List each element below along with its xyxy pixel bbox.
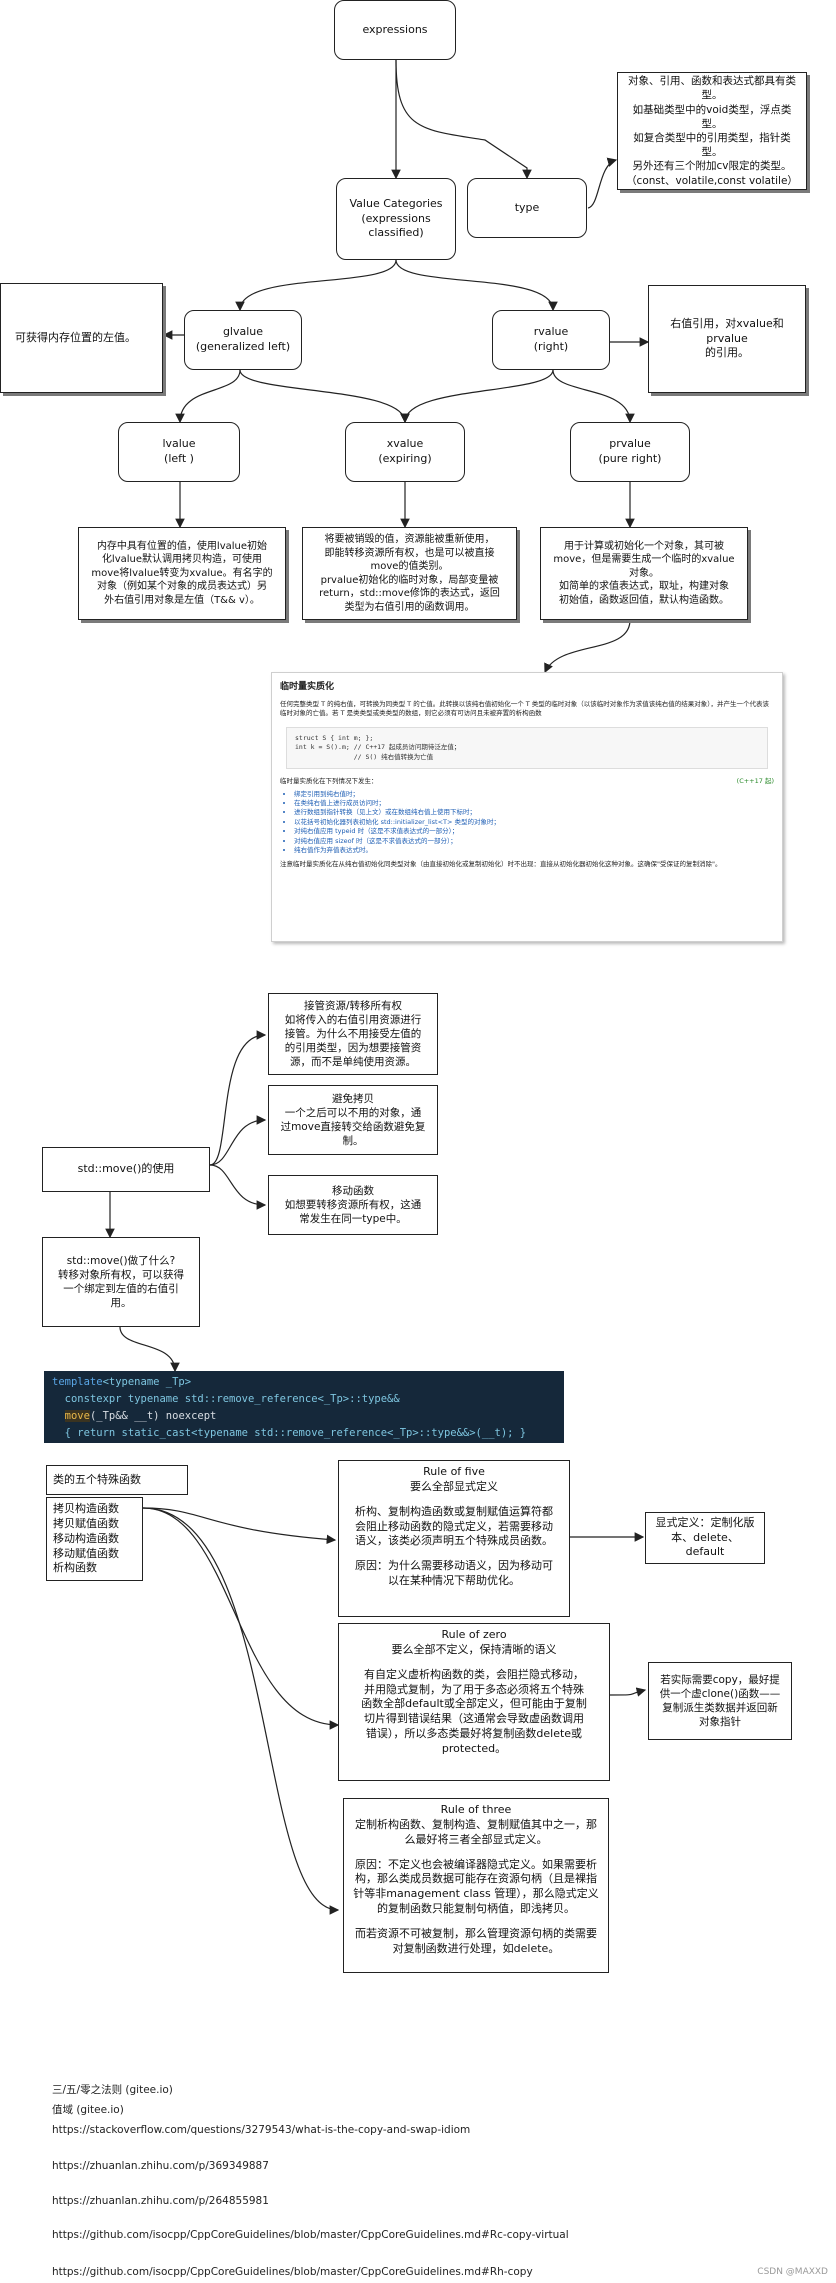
note-glvalue: 可获得内存位置的左值。	[0, 283, 163, 393]
note-explicit-text: 显式定义：定制化版 本、delete、default	[655, 1515, 755, 1559]
node-type: type	[467, 178, 587, 238]
node-special-list-text: 拷贝构造函数 拷贝赋值函数 移动构造函数 移动赋值函数 析构函数	[53, 1502, 119, 1575]
code-std-move: template<typename _Tp> constexpr typenam…	[44, 1371, 564, 1443]
code-token: move	[64, 1410, 90, 1422]
node-expressions-label: expressions	[362, 22, 428, 36]
node-move-what-text: std::move()做了什么? 转移对象所有权，可以获得 一个绑定到左值的右值…	[58, 1254, 184, 1310]
node-move-what: std::move()做了什么? 转移对象所有权，可以获得 一个绑定到左值的右值…	[42, 1237, 200, 1327]
reference-footer: 注意临时量实质化在从纯右值初始化同类型对象（由直接初始化或复制初始化）时不出现：…	[280, 859, 722, 868]
rule-five-p1: 析构、复制构造函数或复制赋值运算符都 会阻止移动函数的隐式定义，若需要移动 语义…	[355, 1504, 553, 1548]
note-xvalue-text: 将要被销毁的值，资源能被重新使用， 即能转移资源所有权，也是可以被直接 move…	[319, 534, 500, 613]
node-prvalue-label: prvalue (pure right)	[598, 437, 662, 465]
reference-lead-row: 临时量实质化在下列情况下发生： (C++17 起)	[280, 777, 774, 786]
note-type: 对象、引用、函数和表达式都具有类 型。 如基础类型中的void类型，浮点类型。 …	[617, 72, 807, 190]
rule-three-p2: 而若资源不可被复制，那么管理资源句柄的类需要 对复制函数进行处理，如delete…	[355, 1926, 597, 1955]
reference-code-line: struct S { int m; };	[295, 733, 374, 742]
rule-five-title: Rule of five 要么全部显式定义	[410, 1465, 498, 1493]
node-value-categories-label: Value Categories (expressions classified…	[349, 196, 443, 240]
note-lvalue: 内存中具有位置的值，使用lvalue初始 化lvalue默认调用拷贝构造，可使用…	[78, 527, 286, 620]
node-lvalue-label: lvalue (left )	[162, 437, 196, 465]
node-glvalue-label: glvalue (generalized left)	[195, 325, 291, 353]
list-item: 绑定引用到纯右值时；	[294, 790, 774, 799]
note-clone: 若实际需要copy，最好提 供一个虚clone()函数—— 复制派生类数据并返回…	[648, 1662, 792, 1740]
node-value-categories: Value Categories (expressions classified…	[336, 178, 456, 260]
note-prvalue-text: 用于计算或初始化一个对象，其可被 move，但是需要生成一个临时的xvalue …	[553, 540, 735, 606]
code-line: { return static_cast<typename std::remov…	[64, 1427, 527, 1439]
node-lvalue: lvalue (left )	[118, 422, 240, 482]
code-token: template	[52, 1376, 103, 1388]
link-stackoverflow[interactable]: https://stackoverflow.com/questions/3279…	[52, 2124, 471, 2136]
note-move-take: 接管资源/转移所有权 如将传入的右值引用资源进行 接管。为什么不用接受左值的 的…	[268, 993, 438, 1075]
note-prvalue: 用于计算或初始化一个对象，其可被 move，但是需要生成一个临时的xvalue …	[540, 527, 748, 620]
node-rule-of-zero: Rule of zero 要么全部不定义，保持清晰的语义 有自定义虚析构函数的类…	[338, 1623, 610, 1781]
list-item: 纯右值作为弃值表达式时。	[294, 846, 774, 855]
link-guidelines-copy-virtual[interactable]: https://github.com/isocpp/CppCoreGuideli…	[52, 2229, 569, 2241]
reference-intro: 任何完整类型 T 的纯右值，可转换为同类型 T 的亡值。此转换以该纯右值初始化一…	[280, 700, 770, 718]
note-explicit: 显式定义：定制化版 本、delete、default	[645, 1512, 765, 1564]
reference-code: struct S { int m; }; int k = S().m; // C…	[286, 726, 768, 770]
note-move-ctor-text: 移动函数 如想要转移资源所有权，这通 常发生在同一type中。	[284, 1184, 422, 1226]
list-item: 对纯右值应用 typeid 时（这是不求值表达式的一部分）；	[294, 827, 774, 836]
note-move-ctor: 移动函数 如想要转移资源所有权，这通 常发生在同一type中。	[268, 1175, 438, 1235]
note-lvalue-text: 内存中具有位置的值，使用lvalue初始 化lvalue默认调用拷贝构造，可使用…	[91, 540, 273, 606]
note-rvalue: 右值引用，对xvalue和prvalue 的引用。	[648, 285, 806, 393]
note-xvalue: 将要被销毁的值，资源能被重新使用， 即能转移资源所有权，也是可以被直接 move…	[302, 527, 517, 620]
list-item: 在类纯右值上进行成员访问时；	[294, 799, 774, 808]
rule-zero-p1: 有自定义虚析构函数的类，会阻拦隐式移动， 并用隐式复制，为了用于多态必须将五个特…	[361, 1667, 587, 1755]
code-token: <typename _Tp>	[102, 1376, 192, 1388]
reference-since: (C++17 起)	[736, 777, 774, 786]
node-rule-of-three: Rule of three 定制析构函数、复制构造、复制赋值其中之一，那 么最好…	[343, 1798, 609, 1973]
node-rvalue: rvalue (right)	[492, 310, 610, 370]
note-rvalue-text: 右值引用，对xvalue和prvalue 的引用。	[670, 316, 784, 360]
list-item: 对纯右值应用 sizeof 时（这是不求值表达式的一部分）；	[294, 837, 774, 846]
rule-five-p2: 原因：为什么需要移动语义，因为移动可 以在某种情况下帮助优化。	[355, 1559, 553, 1588]
node-glvalue: glvalue (generalized left)	[184, 310, 302, 370]
note-move-take-text: 接管资源/转移所有权 如将传入的右值引用资源进行 接管。为什么不用接受左值的 的…	[284, 999, 422, 1069]
node-move-usage: std::move()的使用	[42, 1147, 210, 1192]
note-move-avoid: 避免拷贝 一个之后可以不用的对象，通 过move直接转交给函数避免复 制。	[268, 1085, 438, 1155]
rule-three-title: Rule of three 定制析构函数、复制构造、复制赋值其中之一，那 么最好…	[355, 1803, 597, 1846]
node-expressions: expressions	[334, 0, 456, 60]
link-rule-of-three-five-zero[interactable]: 三/五/零之法则 (gitee.io)	[52, 2084, 173, 2096]
node-xvalue: xvalue (expiring)	[345, 422, 465, 482]
node-rvalue-label: rvalue (right)	[533, 325, 569, 353]
node-special-title: 类的五个特殊函数	[46, 1465, 188, 1495]
node-rule-of-five: Rule of five 要么全部显式定义 析构、复制构造函数或复制赋值运算符都…	[338, 1460, 570, 1617]
list-item: 进行数组到指针转换（见上文）或在数组纯右值上使用下标时；	[294, 808, 774, 817]
reference-title: 临时量实质化	[280, 682, 335, 692]
reference-lead: 临时量实质化在下列情况下发生：	[280, 777, 378, 786]
link-zhihu-1[interactable]: https://zhuanlan.zhihu.com/p/369349887	[52, 2160, 269, 2172]
note-clone-text: 若实际需要copy，最好提 供一个虚clone()函数—— 复制派生类数据并返回…	[659, 1673, 781, 1729]
note-glvalue-text: 可获得内存位置的左值。	[15, 330, 136, 344]
node-special-title-label: 类的五个特殊函数	[53, 1472, 141, 1486]
reference-list: 绑定引用到纯右值时； 在类纯右值上进行成员访问时； 进行数组到指针转换（见上文）…	[294, 790, 774, 856]
note-type-text: 对象、引用、函数和表达式都具有类 型。 如基础类型中的void类型，浮点类型。 …	[626, 75, 798, 187]
node-prvalue: prvalue (pure right)	[570, 422, 690, 482]
code-line: constexpr typename std::remove_reference…	[64, 1393, 400, 1405]
link-zhihu-2[interactable]: https://zhuanlan.zhihu.com/p/264855981	[52, 2195, 269, 2207]
note-move-avoid-text: 避免拷贝 一个之后可以不用的对象，通 过move直接转交给函数避免复 制。	[280, 1092, 426, 1148]
node-xvalue-label: xvalue (expiring)	[378, 437, 432, 465]
rule-zero-title: Rule of zero 要么全部不定义，保持清晰的语义	[391, 1628, 557, 1656]
footer-watermark: CSDN @MAXXD	[757, 2267, 828, 2277]
code-token: (_Tp&& __t) noexcept	[89, 1410, 217, 1422]
link-guidelines-copy[interactable]: https://github.com/isocpp/CppCoreGuideli…	[52, 2266, 533, 2278]
node-move-usage-label: std::move()的使用	[77, 1162, 175, 1176]
reference-code-line: // S() 纯右值转换为亡值	[295, 752, 434, 761]
link-value-categories[interactable]: 值域 (gitee.io)	[52, 2104, 124, 2116]
reference-code-line: int k = S().m; // C++17 起成员访问期待泛左值；	[295, 743, 461, 752]
rule-three-p1: 原因：不定义也会被编译器隐式定义。如果需要析 构，那么类成员数据可能存在资源句柄…	[353, 1857, 599, 1916]
node-type-label: type	[514, 200, 540, 214]
node-special-list: 拷贝构造函数 拷贝赋值函数 移动构造函数 移动赋值函数 析构函数	[46, 1497, 143, 1581]
reference-snippet: 临时量实质化 任何完整类型 T 的纯右值，可转换为同类型 T 的亡值。此转换以该…	[271, 672, 783, 942]
list-item: 以花括号初始化器列表初始化 std::initializer_list<T> 类…	[294, 818, 774, 827]
